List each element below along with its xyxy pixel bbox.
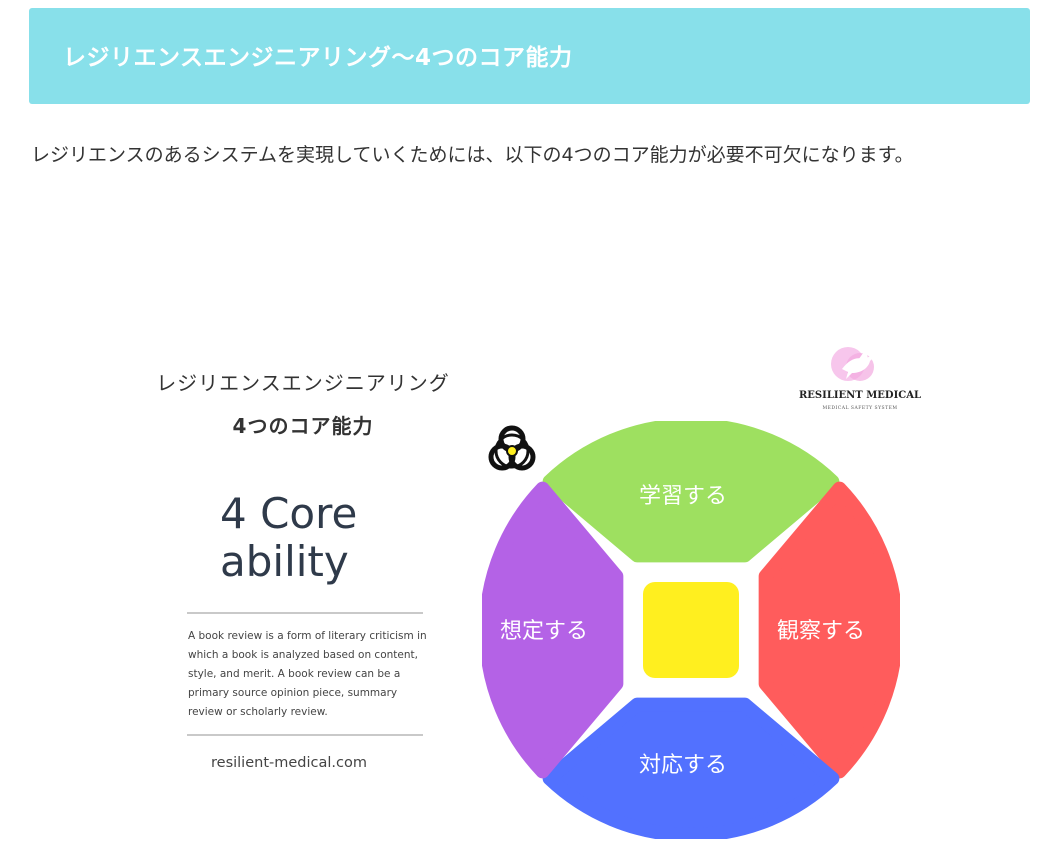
- segment-label-respond: 対応する: [639, 753, 728, 778]
- logo-name: RESILIENT MEDICAL: [798, 390, 922, 401]
- website-label: resilient-medical.com: [211, 755, 367, 771]
- segment-label-anticipate: 想定する: [500, 619, 589, 644]
- core-ability-heading: 4 Core ability: [220, 490, 357, 586]
- core-ability-figure: レジリエンスエンジニアリング 4つのコア能力 4 Core ability A …: [150, 335, 930, 850]
- section-title: レジリエンスエンジニアリング〜4つのコア能力: [63, 45, 573, 71]
- biohazard-icon: [488, 425, 536, 471]
- segment-respond: [542, 697, 840, 839]
- logo-tagline: MEDICAL SAFETY SYSTEM: [822, 406, 898, 411]
- figure-title-line1: レジリエンスエンジニアリング: [156, 371, 450, 395]
- figure-description: A book review is a form of literary crit…: [188, 630, 427, 718]
- brand-logo: RESILIENT MEDICAL MEDICAL SAFETY SYSTEM: [790, 345, 930, 420]
- intro-paragraph: レジリエンスのあるシステムを実現していくためには、以下の4つのコア能力が必要不可…: [31, 144, 914, 166]
- center-hub: [643, 582, 739, 678]
- divider-bottom: [187, 734, 423, 736]
- segment-observe: [758, 481, 900, 779]
- segment-label-observe: 観察する: [777, 619, 866, 644]
- divider-top: [187, 612, 423, 614]
- ability-wheel: 学習する 観察する 対応する 想定する: [482, 421, 900, 839]
- segment-learn: [542, 421, 840, 563]
- segment-label-learn: 学習する: [639, 484, 728, 509]
- core-line1: 4 Core: [220, 489, 358, 538]
- section-heading: レジリエンスエンジニアリング〜4つのコア能力: [29, 8, 1030, 104]
- segment-anticipate: [482, 481, 624, 779]
- core-line2: ability: [220, 537, 349, 586]
- figure-title-line2: 4つのコア能力: [232, 414, 374, 438]
- dove-icon: [831, 347, 878, 381]
